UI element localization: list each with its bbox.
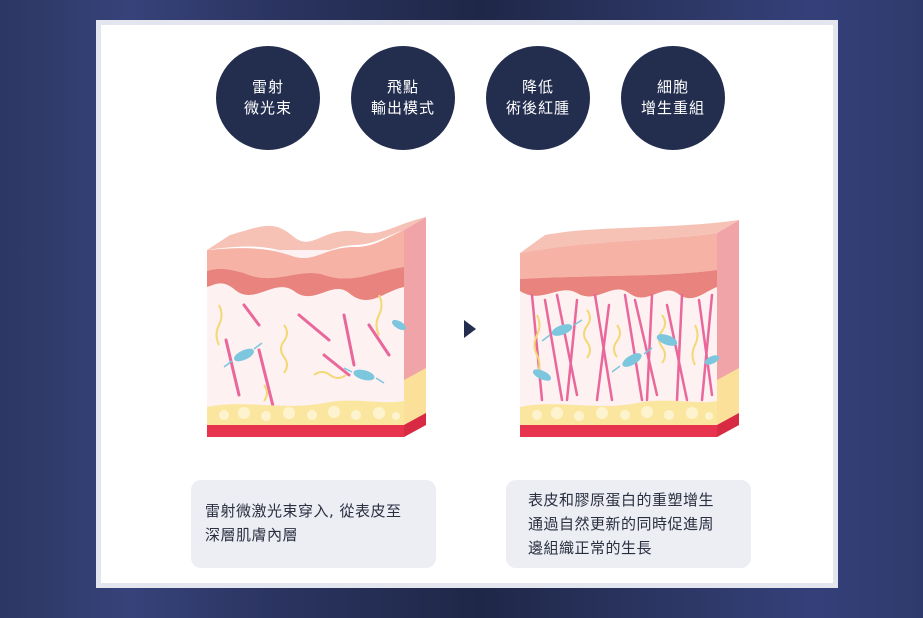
feature-line1: 細胞 xyxy=(656,78,689,96)
caption-after-line1: 表皮和膠原蛋白的重塑增生 xyxy=(528,491,715,509)
feature-bubble-laser-beam: 雷射 微光束 xyxy=(216,46,320,150)
feature-bubble-flying-spot: 飛點 輸出模式 xyxy=(351,46,455,150)
caption-after-line3: 邊組織正常的生長 xyxy=(528,539,653,557)
skin-diagram-after xyxy=(520,220,739,437)
feature-line2: 術後紅腫 xyxy=(505,99,570,117)
feature-bubble-cell-regeneration: 細胞 增生重組 xyxy=(621,46,725,150)
feature-line1: 降低 xyxy=(521,78,554,96)
feature-line2: 微光束 xyxy=(243,99,292,117)
content-card: 雷射 微光束 飛點 輸出模式 降低 術後紅腫 細胞 增生重組 xyxy=(96,20,838,588)
caption-before-line1: 雷射微激光束穿入, 從表皮至 xyxy=(205,502,402,520)
feature-line2: 輸出模式 xyxy=(370,99,435,117)
caption-before: 雷射微激光束穿入, 從表皮至 深層肌膚內層 xyxy=(191,480,436,568)
feature-line2: 增生重組 xyxy=(640,99,705,117)
skin-diagram-before xyxy=(207,193,426,437)
feature-bubble-reduce-redness: 降低 術後紅腫 xyxy=(486,46,590,150)
arrow-right-icon xyxy=(464,320,476,338)
caption-after-line2: 通過自然更新的同時促進周 xyxy=(528,515,715,533)
caption-after: 表皮和膠原蛋白的重塑增生 通過自然更新的同時促進周 邊組織正常的生長 xyxy=(506,480,751,568)
feature-line1: 雷射 xyxy=(251,78,284,96)
caption-before-line2: 深層肌膚內層 xyxy=(205,526,299,544)
feature-line1: 飛點 xyxy=(386,78,419,96)
